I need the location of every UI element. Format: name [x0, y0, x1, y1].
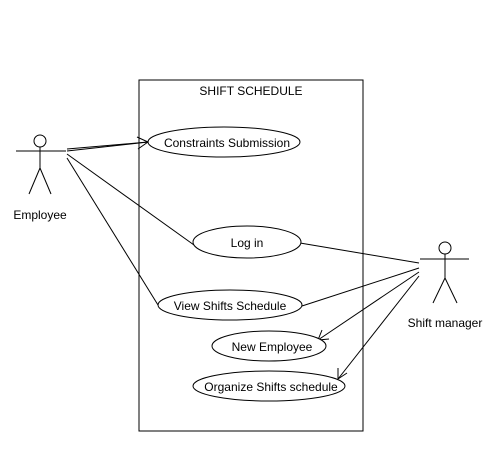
- use-case-organize[interactable]: Organize Shifts schedule: [192, 370, 346, 402]
- actor-manager-leg-left: [432, 277, 446, 304]
- assoc-manager-organize: [337, 275, 420, 380]
- use-case-login-ellipse: [192, 225, 302, 259]
- assoc-employee-view: [66, 157, 159, 306]
- actor-employee-leg-right: [39, 167, 52, 195]
- use-case-login-label: Log in: [231, 236, 264, 250]
- actor-manager-head: [438, 241, 452, 255]
- actor-employee-leg-left: [28, 167, 41, 195]
- use-case-constraints-label: Constraints Submission: [164, 136, 290, 150]
- arrowhead-organize: [337, 368, 348, 380]
- actor-employee[interactable]: Employee: [13, 134, 67, 222]
- use-case-constraints[interactable]: Constraints Submission: [147, 126, 301, 158]
- use-case-new-employee[interactable]: New Employee: [211, 330, 327, 362]
- use-case-login[interactable]: Log in: [192, 225, 302, 259]
- use-case-newemployee-ellipse: [211, 330, 327, 362]
- assoc-login-manager: [299, 242, 420, 264]
- use-case-view-label: View Shifts Schedule: [174, 299, 287, 313]
- system-boundary-box: [138, 79, 364, 432]
- actor-manager-leg-right: [444, 277, 458, 304]
- actor-shift-manager[interactable]: Shift manager: [408, 241, 483, 330]
- assoc-view-manager: [301, 267, 420, 307]
- use-case-organize-label: Organize Shifts schedule: [204, 380, 338, 394]
- assoc-employee-login: [66, 153, 195, 246]
- system-title: SHIFT SCHEDULE: [199, 84, 302, 98]
- assoc-manager-newemployee: [317, 271, 420, 341]
- actor-employee-head: [33, 134, 47, 148]
- actor-manager-label: Shift manager: [408, 316, 483, 330]
- use-case-view-ellipse: [157, 289, 303, 321]
- system-boundary: SHIFT SCHEDULE: [138, 79, 364, 432]
- use-case-constraints-ellipse: [147, 126, 301, 158]
- associations: [66, 136, 420, 380]
- actor-employee-label: Employee: [13, 208, 67, 222]
- use-case-view-shifts[interactable]: View Shifts Schedule: [157, 289, 303, 321]
- assoc-employee-constraints-2: [66, 141, 149, 150]
- use-case-organize-ellipse: [192, 370, 346, 402]
- use-case-newemployee-label: New Employee: [232, 340, 313, 354]
